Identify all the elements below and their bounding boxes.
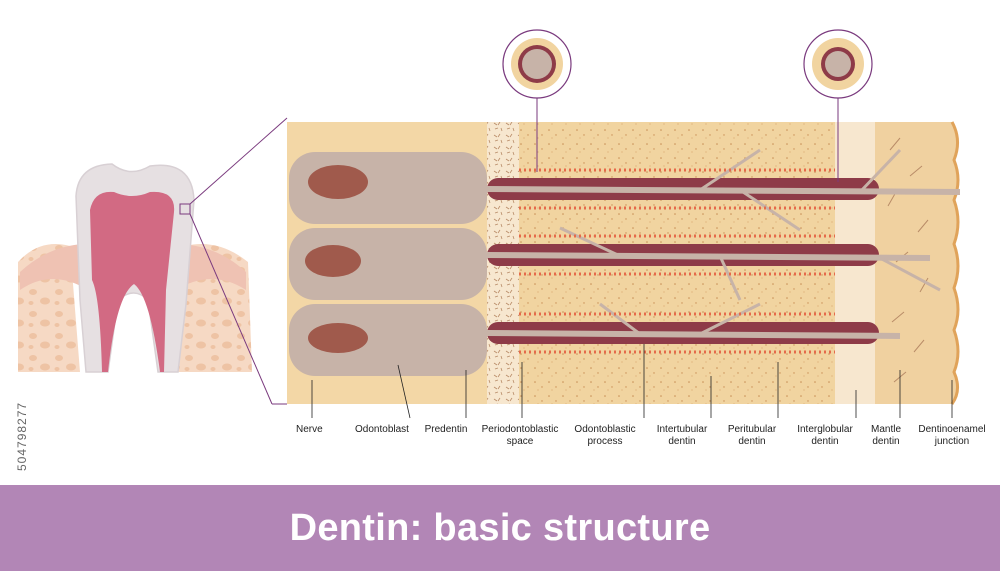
leader-lines (311, 344, 953, 419)
label-intertubular-dentin: Intertubular dentin (656, 424, 708, 447)
dentin-panel (287, 29, 961, 419)
label-odontoblast: Odontoblast (355, 424, 409, 435)
title-bar: Dentin: basic structure (0, 485, 1000, 571)
stock-id: 504798277 (15, 401, 29, 471)
label-odontoblastic-process: Odontoblastic process (574, 424, 636, 447)
dentin-diagram (18, 29, 961, 419)
tooth-pulp (90, 191, 175, 372)
page-title: Dentin: basic structure (289, 506, 711, 549)
dej-edge (950, 121, 960, 405)
label-peritubular-dentin: Peritubular dentin (727, 424, 777, 447)
tubule-cross-sections (502, 29, 873, 182)
label-dentinoenamel-junction: Dentinoenamel junction (918, 424, 986, 447)
tooth-overview (18, 117, 288, 405)
label-mantle-dentin: Mantle dentin (870, 424, 901, 447)
odontoblast-cells (289, 152, 487, 376)
label-nerve: Nerve (296, 424, 323, 435)
dentinal-tubules (486, 148, 961, 354)
zoom-box (179, 203, 191, 215)
label-periodontoblastic-space: Periodontoblastic space (481, 424, 559, 447)
label-interglobular-dentin: Interglobular dentin (797, 424, 853, 447)
label-predentin: Predentin (424, 424, 468, 435)
